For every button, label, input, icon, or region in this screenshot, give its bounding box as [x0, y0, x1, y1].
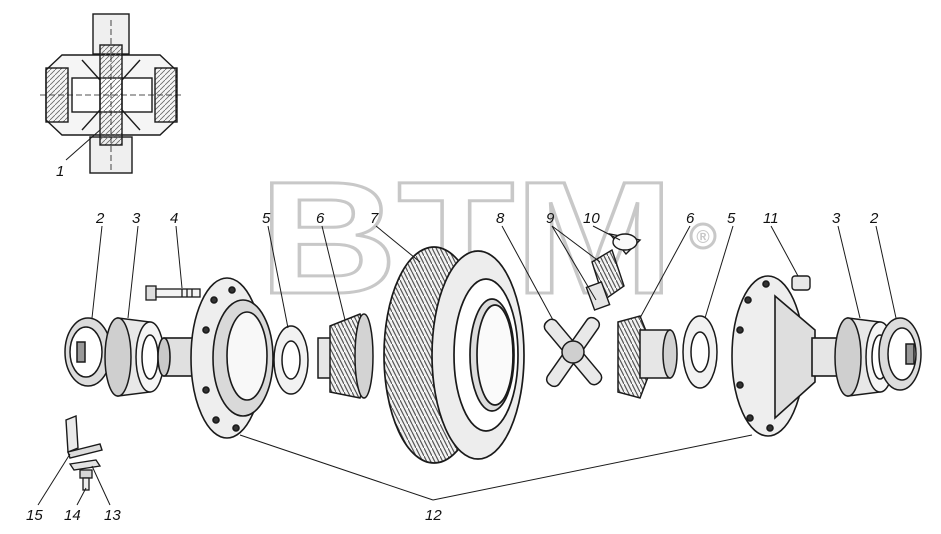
callout-8: 8 — [496, 210, 505, 227]
callout-7: 7 — [370, 210, 379, 227]
leader-lines — [37, 225, 897, 506]
side-gear-right — [617, 315, 678, 399]
callout-1: 1 — [56, 163, 64, 180]
callout-15: 15 — [26, 507, 43, 524]
callout-4: 4 — [170, 210, 178, 227]
bearing-nut-left — [64, 317, 112, 387]
bolt — [145, 285, 201, 301]
side-gear-left — [317, 312, 374, 399]
differential-case-right — [731, 275, 845, 437]
callout-2-left: 2 — [95, 210, 105, 227]
callout-labels: 1 2 3 4 5 6 7 8 9 10 6 5 11 3 2 15 14 13… — [26, 163, 879, 524]
thrust-washer-left — [273, 325, 309, 395]
callout-13: 13 — [104, 507, 121, 524]
differential-case-left — [157, 277, 274, 439]
pinion-gear — [585, 232, 642, 311]
callout-10: 10 — [583, 210, 600, 227]
callout-14: 14 — [64, 507, 81, 524]
callout-3-left: 3 — [132, 210, 141, 227]
callout-12: 12 — [425, 507, 442, 524]
callout-6-right: 6 — [686, 210, 695, 227]
bearing-nut-right — [878, 317, 922, 391]
thrust-washer-right — [682, 315, 718, 389]
callout-6-left: 6 — [316, 210, 325, 227]
callout-5-left: 5 — [262, 210, 271, 227]
small-bolt — [79, 469, 93, 491]
callout-2-right: 2 — [869, 210, 879, 227]
callout-5-right: 5 — [727, 210, 736, 227]
ring-gear — [383, 246, 525, 464]
plug — [791, 275, 811, 291]
leader-line-1 — [65, 129, 101, 161]
callout-9: 9 — [546, 210, 555, 227]
lock-washer — [68, 459, 102, 471]
spider-cross — [543, 316, 603, 388]
assembly-section-inset — [40, 13, 182, 174]
callout-11: 11 — [763, 210, 779, 227]
lock-plate — [65, 414, 103, 459]
registered-mark: ® — [696, 227, 709, 247]
callout-3-right: 3 — [832, 210, 841, 227]
bearing-left — [104, 317, 165, 397]
